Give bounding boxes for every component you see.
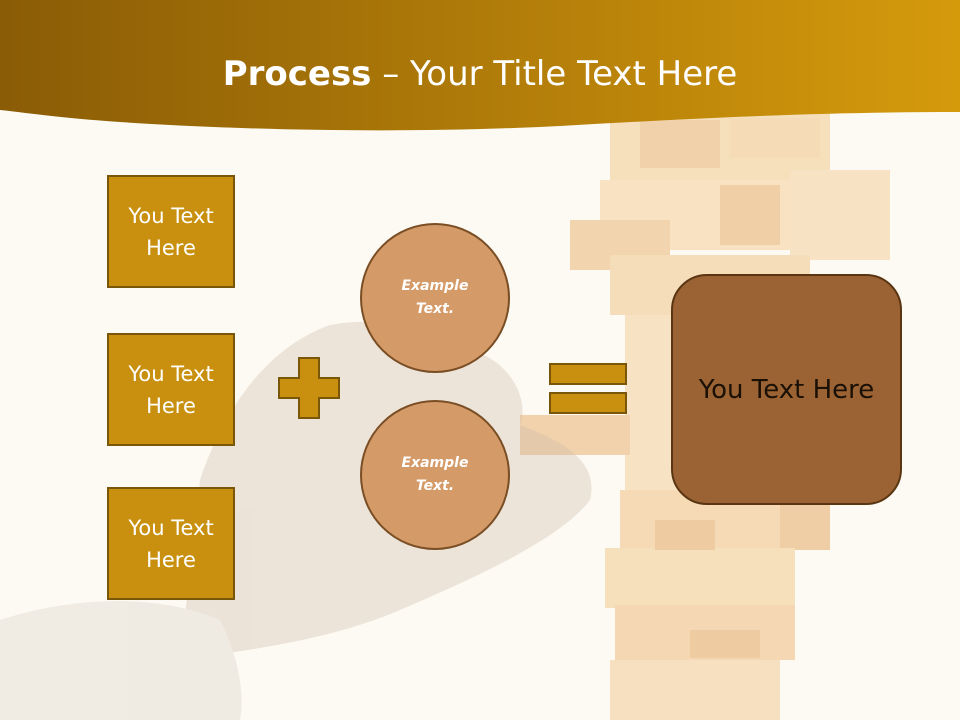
example-circle-1-line2: Text. [415,301,455,317]
example-circle-2-line1: Example [401,455,469,471]
plus-icon [278,357,340,419]
slide-title: Process – Your Title Text Here [0,52,960,96]
text-box-3-line2: Here [146,547,196,572]
title-rest: – Your Title Text Here [371,54,738,94]
text-box-2-line2: Here [146,393,196,418]
text-box-1-line2: Here [146,235,196,260]
result-text: You Text Here [698,374,875,405]
example-circle-1-line1: Example [401,278,469,294]
header-band [0,0,960,131]
result-box[interactable]: You Text Here [671,274,902,505]
title-bold: Process [222,54,372,94]
equals-icon [549,363,627,414]
example-circle-2-line2: Text. [415,478,455,494]
text-box-3-line1: You Text [128,515,214,540]
text-box-2-line1: You Text [128,361,214,386]
text-box-1-line1: You Text [128,203,214,228]
